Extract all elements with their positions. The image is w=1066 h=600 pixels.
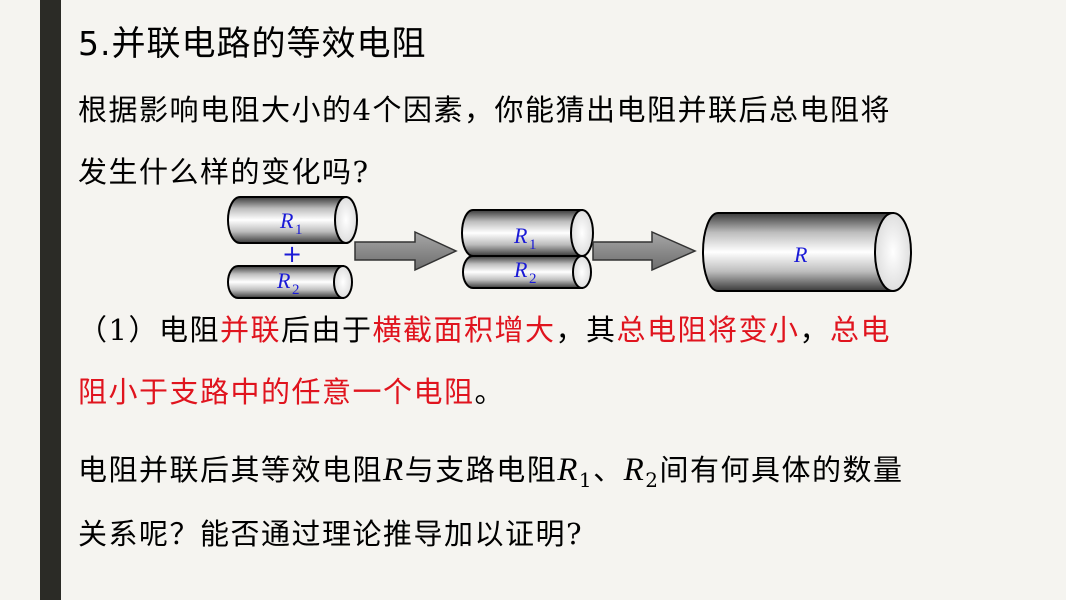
conclusion-line-1: （1）电阻并联后由于横截面积增大，其总电阻将变小，总电 <box>78 310 891 350</box>
title-number: 5. <box>78 24 112 63</box>
slide-title: 5.并联电路的等效电阻 <box>78 22 427 66</box>
label-r-result: R <box>793 242 808 267</box>
q2-symbol-r: R <box>383 452 405 488</box>
cylinder-r2-left <box>227 265 353 299</box>
label-r2-middle-sub: 2 <box>529 271 537 287</box>
conclusion-parallel: 并联 <box>219 313 281 347</box>
conclusion-area: 横截面积增大 <box>372 313 556 347</box>
label-r2-left: R <box>276 268 291 293</box>
conclusion-end: 。 <box>474 375 506 409</box>
conclusion-red4-b: 阻小于支路中的任意一个电阻 <box>78 375 475 409</box>
arrow-right-2 <box>592 230 697 272</box>
q2-symbol-r2: R <box>623 452 646 488</box>
q2-symbol-r2-sub: 2 <box>645 467 660 492</box>
question2-line-2: 关系呢？能否通过理论推导加以证明? <box>78 517 584 551</box>
label-r1-middle: R <box>513 223 528 248</box>
conclusion-mid2: ，其 <box>555 313 617 347</box>
question-line-2: 发生什么样的变化吗? <box>78 155 370 189</box>
left-accent-bar <box>40 0 61 600</box>
conclusion-line-2: 阻小于支路中的任意一个电阻。 <box>78 372 505 412</box>
q2-text-3: 、 <box>593 453 624 487</box>
label-r1-left: R <box>279 208 294 233</box>
q2-symbol-r1-sub: 1 <box>578 467 594 492</box>
conclusion-red4-a: 总电 <box>830 313 892 347</box>
plus-sign: + <box>282 240 302 268</box>
cylinder-r1-middle <box>461 209 594 257</box>
label-r2-left-sub: 2 <box>292 282 300 298</box>
q2-text-4: 间有何具体的数量 <box>659 453 904 487</box>
q2-symbol-r1: R <box>557 452 579 488</box>
question-line-1: 根据影响电阻大小的4个因素，你能猜出电阻并联后总电阻将 <box>78 93 891 127</box>
conclusion-total-smaller: 总电阻将变小 <box>616 313 800 347</box>
q2-text-2: 与支路电阻 <box>404 453 558 487</box>
label-r2-middle: R <box>513 257 528 282</box>
cylinder-r2-middle <box>462 255 592 289</box>
title-text: 并联电路的等效电阻 <box>111 24 427 64</box>
question2-line-1: 电阻并联后其等效电阻R与支路电阻R1、R2间有何具体的数量 <box>78 450 904 490</box>
conclusion-mid1: 后由于 <box>280 313 373 347</box>
conclusion-mid3: ， <box>799 313 831 347</box>
cylinder-r1-left <box>227 196 358 244</box>
arrow-right-1 <box>354 230 458 272</box>
label-r1-middle-sub: 1 <box>529 237 537 253</box>
cylinder-r-result <box>702 212 912 292</box>
label-r1-left-sub: 1 <box>295 222 303 238</box>
conclusion-prefix: （1）电阻 <box>78 313 220 347</box>
q2-text-1: 电阻并联后其等效电阻 <box>78 453 384 487</box>
